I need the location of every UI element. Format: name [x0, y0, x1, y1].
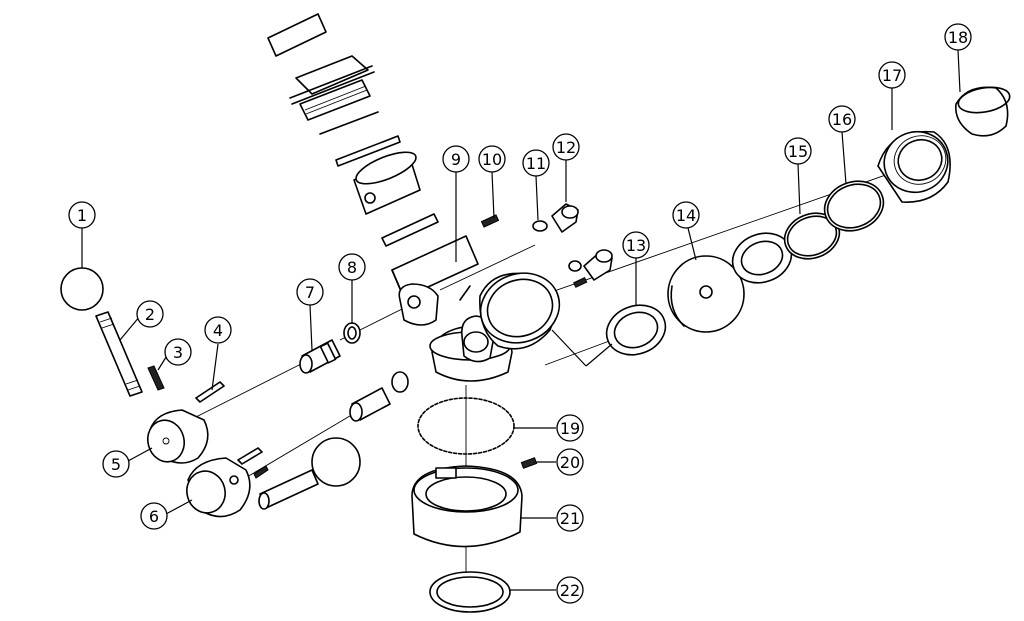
callout-10: 10 [478, 145, 506, 173]
screw-lower-part [253, 465, 269, 479]
pin-4-part [195, 381, 225, 403]
spring-8-part [343, 322, 361, 344]
callout-5: 5 [102, 450, 130, 478]
knob-5-part [146, 409, 209, 464]
ball-lower-part [311, 437, 361, 487]
ring-13-part [605, 304, 667, 356]
top-flat-bar-part [381, 213, 439, 247]
small-screw-near-body-part [573, 276, 588, 288]
svg-text:15: 15 [788, 142, 808, 161]
callout-11: 11 [522, 149, 550, 177]
ball-1-part [60, 267, 104, 311]
cartridge-lower-part [349, 371, 409, 422]
callout-3: 3 [164, 338, 192, 366]
callout-bubbles: 1 2 3 4 5 6 7 8 9 10 11 12 13 14 15 16 1… [68, 23, 972, 604]
svg-text:11: 11 [526, 154, 546, 173]
callout-14: 14 [672, 201, 700, 229]
stem-lower-part [258, 469, 319, 510]
svg-text:10: 10 [482, 150, 502, 169]
callout-8: 8 [338, 253, 366, 281]
svg-text:16: 16 [832, 110, 852, 129]
callout-19: 19 [556, 414, 584, 442]
top-threaded-stem-part [289, 55, 375, 121]
svg-text:13: 13 [626, 236, 646, 255]
bearing-balls-19-part [417, 397, 515, 455]
bolt-near-body-part [583, 249, 613, 281]
callout-1: 1 [68, 201, 96, 229]
svg-text:9: 9 [451, 150, 461, 169]
svg-text:22: 22 [560, 581, 580, 600]
svg-text:12: 12 [556, 138, 576, 157]
callout-7: 7 [296, 278, 324, 306]
plug-12-part [551, 203, 579, 233]
nut-21-part [411, 465, 523, 548]
seat-ring-part [731, 232, 793, 284]
svg-text:14: 14 [676, 206, 696, 225]
set-screw-10-part [480, 214, 500, 228]
svg-text:5: 5 [111, 455, 121, 474]
callout-4: 4 [204, 316, 232, 344]
gasket-22-part [429, 571, 511, 613]
svg-text:20: 20 [560, 453, 580, 472]
top-cylinder-part [353, 151, 421, 215]
callout-18: 18 [944, 23, 972, 51]
knob-6-part [186, 457, 251, 518]
washer-near-plug-part [568, 260, 582, 272]
callout-17: 17 [878, 61, 906, 89]
svg-text:4: 4 [213, 321, 223, 340]
ball-14-part [667, 255, 745, 333]
callout-13: 13 [622, 231, 650, 259]
callout-12: 12 [552, 133, 580, 161]
svg-text:6: 6 [149, 507, 159, 526]
svg-text:17: 17 [882, 66, 902, 85]
cartridge-7-part [299, 339, 341, 374]
pin-lower-part [237, 447, 263, 465]
valve-body-part [398, 272, 561, 382]
callout-15: 15 [784, 137, 812, 165]
top-plate-part [267, 13, 327, 57]
svg-text:3: 3 [173, 343, 183, 362]
callout-22: 22 [556, 576, 584, 604]
cap-18-part [955, 86, 1011, 137]
stem-2-part [95, 311, 143, 397]
svg-text:8: 8 [347, 258, 357, 277]
callout-leader-lines [81, 49, 961, 591]
o-ring-15-part [783, 212, 841, 260]
svg-text:21: 21 [560, 509, 580, 528]
svg-text:1: 1 [77, 206, 87, 225]
callout-21: 21 [556, 504, 584, 532]
svg-text:2: 2 [145, 305, 155, 324]
svg-text:18: 18 [948, 28, 968, 47]
callout-16: 16 [828, 105, 856, 133]
washer-11-part [532, 220, 548, 232]
callout-9: 9 [442, 145, 470, 173]
svg-text:19: 19 [560, 419, 580, 438]
set-screw-20-part [520, 457, 538, 469]
svg-text:7: 7 [305, 283, 315, 302]
adapter-17-part [877, 130, 951, 203]
callout-2: 2 [136, 300, 164, 328]
top-spacer-rings [319, 111, 401, 167]
callout-6: 6 [140, 502, 168, 530]
screw-3-part [147, 365, 165, 391]
callout-20: 20 [556, 448, 584, 476]
